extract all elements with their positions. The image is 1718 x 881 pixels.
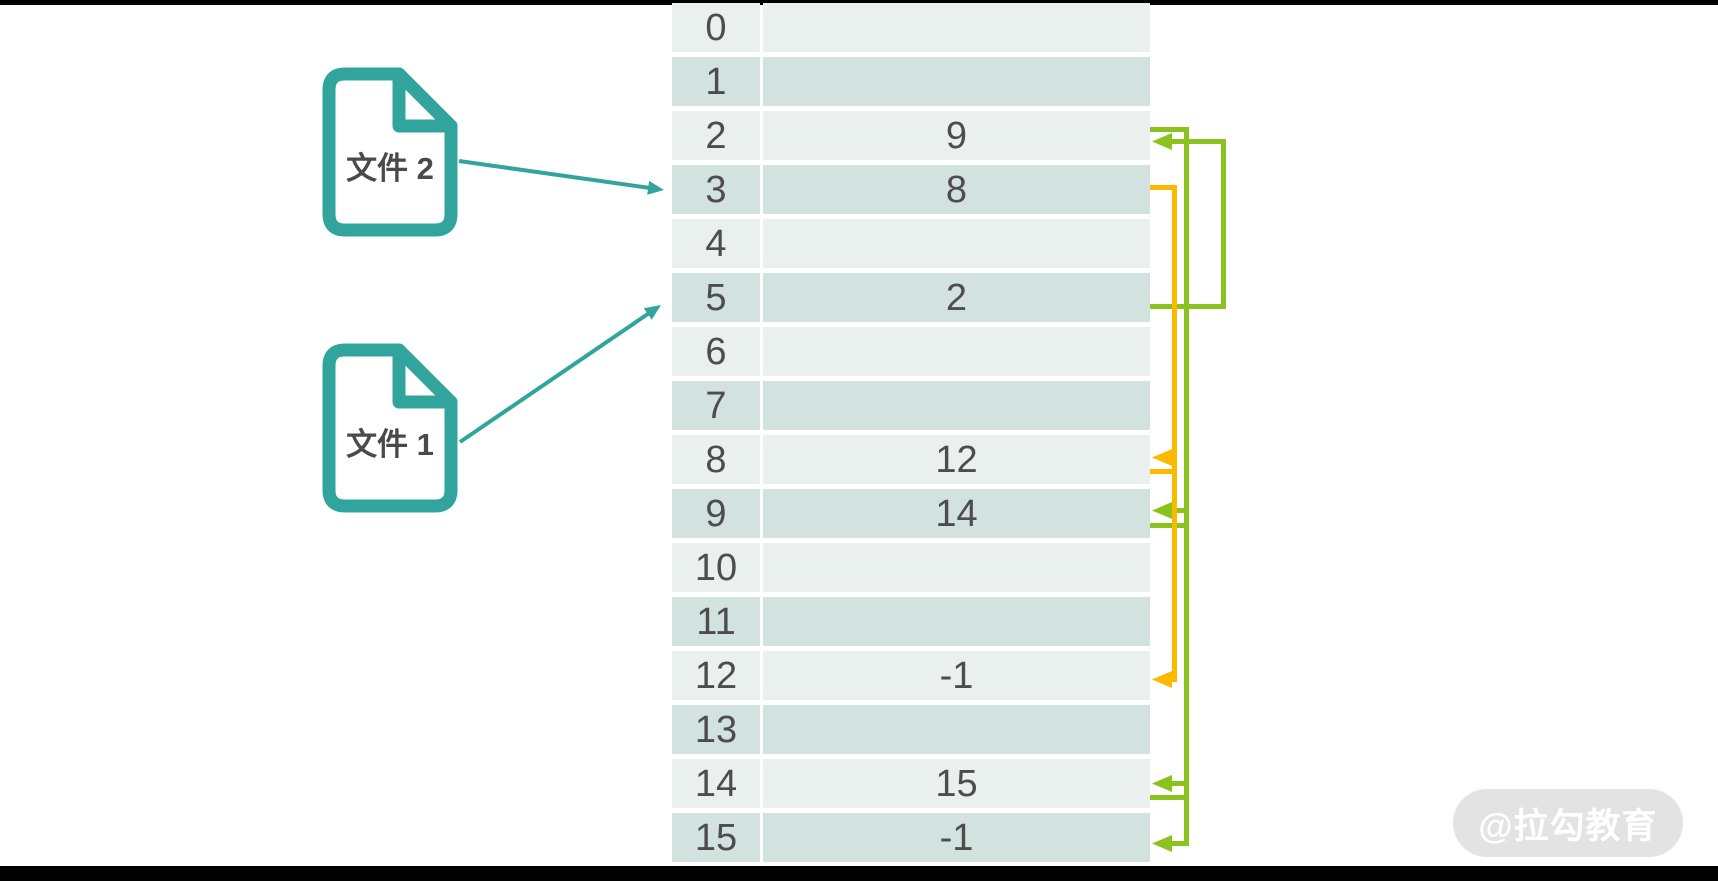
table-row: 0 [672,3,1150,52]
table-row: 13 [672,705,1150,754]
fat-value-cell: 14 [763,489,1150,538]
block-index-cell: 1 [672,57,760,106]
letterbox-bar-top [0,0,1718,5]
watermark-badge: @拉勾教育 [1453,789,1683,857]
table-row: 9 14 [672,489,1150,538]
block-index-cell: 6 [672,327,760,376]
document-icon [322,343,458,513]
fat-value-cell [763,597,1150,646]
block-index-cell: 9 [672,489,760,538]
fat-value-cell [763,381,1150,430]
file-2-card: 文件 2 [322,67,458,237]
table-row: 10 [672,543,1150,592]
table-row: 12 -1 [672,651,1150,700]
table-row: 6 [672,327,1150,376]
table-row: 11 [672,597,1150,646]
block-index-cell: 12 [672,651,760,700]
table-row: 5 2 [672,273,1150,322]
block-index-cell: 3 [672,165,760,214]
block-index-cell: 4 [672,219,760,268]
fat-value-cell [763,219,1150,268]
block-index-cell: 2 [672,111,760,160]
document-icon [322,67,458,237]
table-row: 14 15 [672,759,1150,808]
file-label: 文件 2 [346,151,434,186]
block-index-cell: 10 [672,543,760,592]
fat-value-cell: 8 [763,165,1150,214]
block-index-cell: 8 [672,435,760,484]
fat-table: 0 1 2 9 3 8 4 5 [672,3,1150,867]
fat-value-cell [763,327,1150,376]
table-row: 3 8 [672,165,1150,214]
fat-value-cell [763,543,1150,592]
block-index-cell: 13 [672,705,760,754]
letterbox-bar-bottom [0,866,1718,881]
block-index-cell: 0 [672,3,760,52]
block-index-cell: 5 [672,273,760,322]
block-index-cell: 11 [672,597,760,646]
block-index-cell: 14 [672,759,760,808]
file-label: 文件 1 [346,427,434,462]
fat-value-cell: 2 [763,273,1150,322]
block-index-cell: 15 [672,813,760,862]
fat-value-cell: -1 [763,813,1150,862]
table-row: 7 [672,381,1150,430]
table-row: 15 -1 [672,813,1150,862]
table-row: 2 9 [672,111,1150,160]
table-row: 4 [672,219,1150,268]
block-index-cell: 7 [672,381,760,430]
fat-value-cell [763,705,1150,754]
table-row: 8 12 [672,435,1150,484]
fat-value-cell: -1 [763,651,1150,700]
fat-value-cell [763,3,1150,52]
fat-value-cell: 12 [763,435,1150,484]
fat-value-cell: 9 [763,111,1150,160]
table-row: 1 [672,57,1150,106]
fat-value-cell [763,57,1150,106]
fat-value-cell: 15 [763,759,1150,808]
file-1-card: 文件 1 [322,343,458,513]
